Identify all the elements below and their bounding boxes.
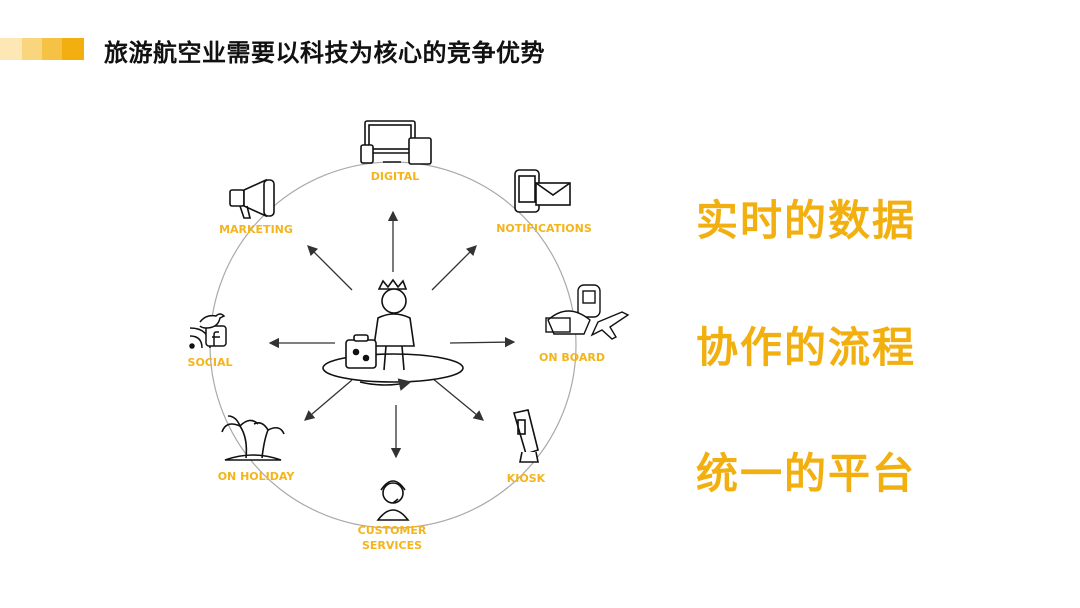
node-label-customer-services-2: SERVICES (362, 539, 422, 552)
arrow-kiosk (431, 377, 485, 421)
accent-block-3 (42, 38, 62, 60)
accent-block-1 (0, 38, 22, 60)
social-icon (189, 313, 227, 349)
arrow-on-holiday (304, 379, 353, 421)
megaphone-icon (229, 178, 275, 219)
accent-block-4 (62, 38, 84, 60)
node-label-digital: DIGITAL (371, 170, 420, 183)
node-label-on-board: ON BOARD (539, 351, 605, 364)
node-label-kiosk: KIOSK (507, 472, 546, 485)
phone-mail-icon (514, 169, 571, 213)
spoke-arrows (268, 210, 516, 459)
node-label-marketing: MARKETING (219, 223, 293, 236)
king-traveler-icon (322, 278, 464, 391)
headset-agent-icon (376, 480, 410, 521)
arrow-on-board (449, 336, 516, 348)
page-title: 旅游航空业需要以科技为核心的竞争优势 (104, 39, 545, 67)
kiosk-icon (512, 409, 539, 463)
arrow-marketing (307, 245, 353, 291)
node-label-on-holiday: ON HOLIDAY (218, 470, 296, 483)
node-label-customer-services-1: CUSTOMER (358, 524, 427, 537)
devices-icon (360, 120, 432, 165)
point-unified-platform: 统一的平台 (696, 449, 917, 498)
node-label-social: SOCIAL (188, 356, 233, 369)
node-label-notifications: NOTIFICATIONS (496, 222, 592, 235)
arrow-notifications (431, 245, 477, 291)
palm-island-icon (221, 415, 285, 461)
point-realtime-data: 实时的数据 (696, 196, 917, 245)
airplane-icon (545, 284, 630, 340)
point-collaborative-process: 协作的流程 (696, 323, 917, 372)
accent-block-2 (22, 38, 42, 60)
